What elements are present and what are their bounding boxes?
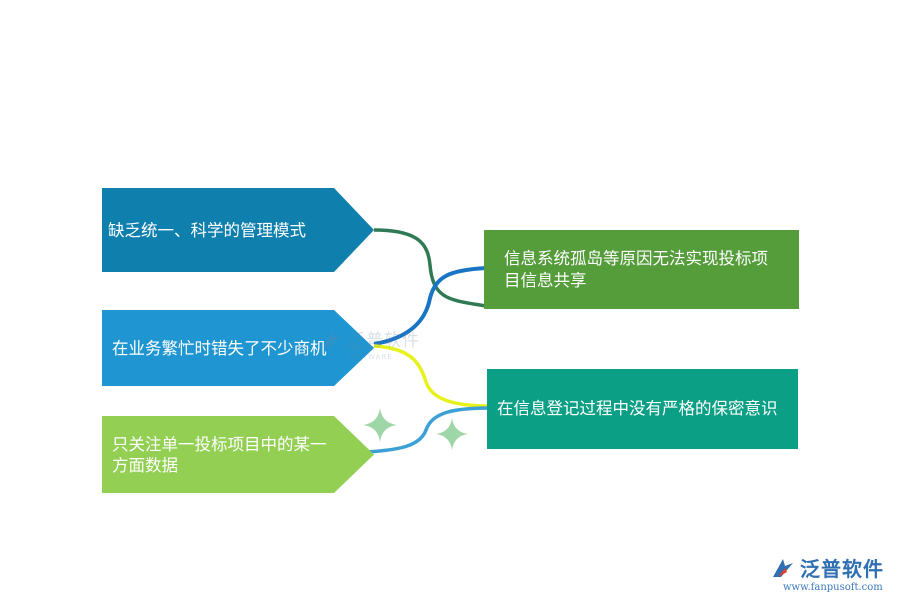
left-item-2-text: 在业务繁忙时错失了不少商机 [112,338,327,358]
right-item-1: 信息系统孤岛等原因无法实现投标项目信息共享 [484,230,799,309]
brand-logo: 泛普软件 [770,553,884,582]
connector-left3-right2 [365,406,491,454]
right-item-2: 在信息登记过程中没有严格的保密意识 [487,369,798,449]
left-item-2: 在业务繁忙时错失了不少商机 [102,310,374,386]
left-item-3: 只关注单一投标项目中的某一方面数据 [102,416,374,493]
logo-url-text: www.fanpusoft.com [783,582,883,593]
logo-brand-text: 泛普软件 [800,557,884,581]
left-item-1: 缺乏统一、科学的管理模式 [102,188,374,272]
watermark: 泛普软件 FANPU SOFTWARE [320,326,420,361]
connector-left1-right1 [373,228,487,308]
watermark-text: 泛普软件 [348,331,420,351]
sparkle-icon [363,408,397,442]
left-item-1-text: 缺乏统一、科学的管理模式 [108,220,306,240]
watermark-subtext: FANPU SOFTWARE [346,345,393,361]
watermark-logo-icon [324,330,340,347]
sparkle-icon [436,418,468,450]
right-item-2-text: 在信息登记过程中没有严格的保密意识 [497,399,778,418]
right-item-1-text: 信息系统孤岛等原因无法实现投标项目信息共享 [504,248,768,290]
fanpu-logo-icon [773,558,793,577]
left-item-3-text: 只关注单一投标项目中的某一方面数据 [112,434,327,475]
